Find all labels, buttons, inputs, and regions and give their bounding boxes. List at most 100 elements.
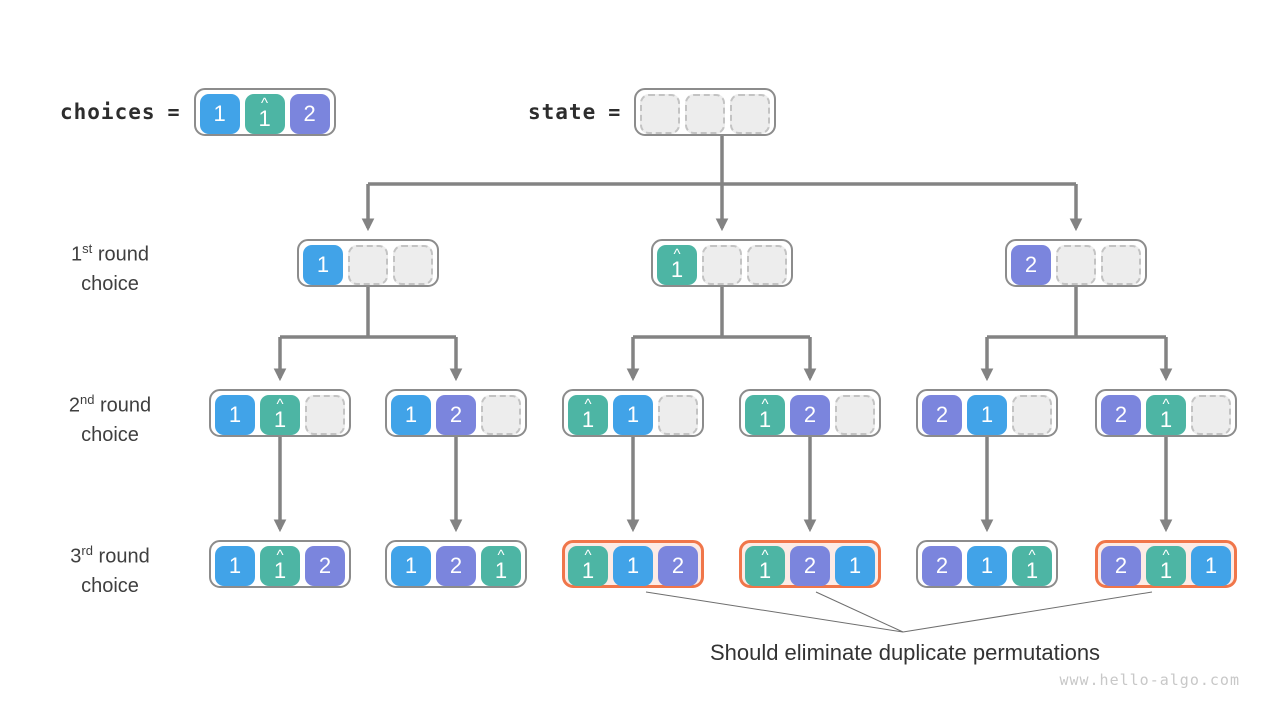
element-1-hat: ^1	[568, 546, 608, 586]
element-value: 2	[449, 553, 463, 578]
element-value: 1	[758, 557, 772, 583]
element-value: 1	[581, 557, 595, 583]
hat-mark: ^	[276, 395, 284, 413]
hat-mark: ^	[761, 395, 769, 413]
empty-slot	[305, 395, 345, 435]
element-2: 2	[922, 395, 962, 435]
element-value: 1	[1025, 557, 1039, 583]
element-value: 2	[1114, 553, 1128, 578]
element-1: 1	[391, 395, 431, 435]
hat-mark: ^	[761, 546, 769, 564]
element-1-hat: ^1	[745, 395, 785, 435]
element-1: 1	[215, 395, 255, 435]
element-2: 2	[289, 94, 330, 134]
choices-equals-sign: =	[167, 100, 180, 124]
element-1-hat: ^1	[1146, 395, 1186, 435]
state-box-r1-3: 2	[1005, 239, 1147, 287]
element-1: 1	[303, 245, 343, 285]
state-group: state =	[528, 88, 777, 136]
hat-mark: ^	[276, 546, 284, 564]
element-value: 2	[1114, 402, 1128, 427]
element-1: 1	[1191, 546, 1231, 586]
element-value: 1	[228, 553, 242, 578]
state-box-r3-6-duplicate: 2 ^1 1	[1095, 540, 1237, 588]
hat-mark: ^	[584, 546, 592, 564]
element-2: 2	[1011, 245, 1051, 285]
element-1: 1	[835, 546, 875, 586]
state-box-r1-2: ^1	[651, 239, 793, 287]
duplicate-note: Should eliminate duplicate permutations	[709, 640, 1101, 665]
element-1-hat: ^1	[481, 546, 521, 586]
element-2: 2	[658, 546, 698, 586]
element-value: 2	[1024, 252, 1038, 277]
connector-lines	[273, 136, 1173, 533]
element-1-hat: ^1	[568, 395, 608, 435]
element-1: 1	[391, 546, 431, 586]
element-1: 1	[613, 546, 653, 586]
empty-slot	[1012, 395, 1052, 435]
choices-label: choices	[60, 100, 156, 124]
element-1-hat: ^1	[745, 546, 785, 586]
element-value: 1	[273, 557, 287, 583]
empty-slot	[658, 395, 698, 435]
element-2: 2	[1101, 395, 1141, 435]
empty-slot	[730, 94, 771, 134]
hat-mark: ^	[1162, 546, 1170, 564]
element-2: 2	[1101, 546, 1141, 586]
element-value: 2	[803, 553, 817, 578]
empty-slot	[1056, 245, 1096, 285]
element-value: 1	[980, 402, 994, 427]
element-value: 2	[449, 402, 463, 427]
empty-slot	[747, 245, 787, 285]
element-value: 1	[404, 402, 418, 427]
element-1-hat: ^1	[1012, 546, 1052, 586]
element-value: 1	[626, 402, 640, 427]
hat-mark: ^	[497, 546, 505, 564]
hat-mark: ^	[1028, 546, 1036, 564]
element-1-hat: ^1	[1146, 546, 1186, 586]
element-value: 1	[848, 553, 862, 578]
element-value: 1	[404, 553, 418, 578]
element-2: 2	[790, 546, 830, 586]
state-label: state	[528, 100, 597, 124]
element-value: 1	[228, 402, 242, 427]
element-1: 1	[199, 94, 240, 134]
element-2: 2	[436, 395, 476, 435]
element-1-hat: ^1	[657, 245, 697, 285]
element-value: 2	[318, 553, 332, 578]
element-value: 1	[626, 553, 640, 578]
element-1: 1	[967, 395, 1007, 435]
empty-slot	[348, 245, 388, 285]
element-value: 2	[303, 101, 316, 126]
element-value: 2	[935, 402, 949, 427]
empty-slot	[1101, 245, 1141, 285]
element-value: 1	[273, 406, 287, 432]
element-value: 2	[671, 553, 685, 578]
element-value: 2	[803, 402, 817, 427]
state-array	[634, 88, 777, 136]
element-value: 1	[980, 553, 994, 578]
element-value: 1	[1204, 553, 1218, 578]
element-2: 2	[790, 395, 830, 435]
empty-slot	[685, 94, 726, 134]
duplicate-pointer-lines	[645, 591, 1153, 633]
state-equals-sign: =	[608, 100, 621, 124]
element-value: 2	[935, 553, 949, 578]
empty-slot	[835, 395, 875, 435]
empty-slot	[393, 245, 433, 285]
empty-slot	[702, 245, 742, 285]
watermark: www.hello-algo.com	[1059, 671, 1240, 689]
element-2: 2	[305, 546, 345, 586]
state-box-r2-4: ^1 2	[739, 389, 881, 437]
element-1: 1	[613, 395, 653, 435]
element-1-hat: ^1	[260, 546, 300, 586]
